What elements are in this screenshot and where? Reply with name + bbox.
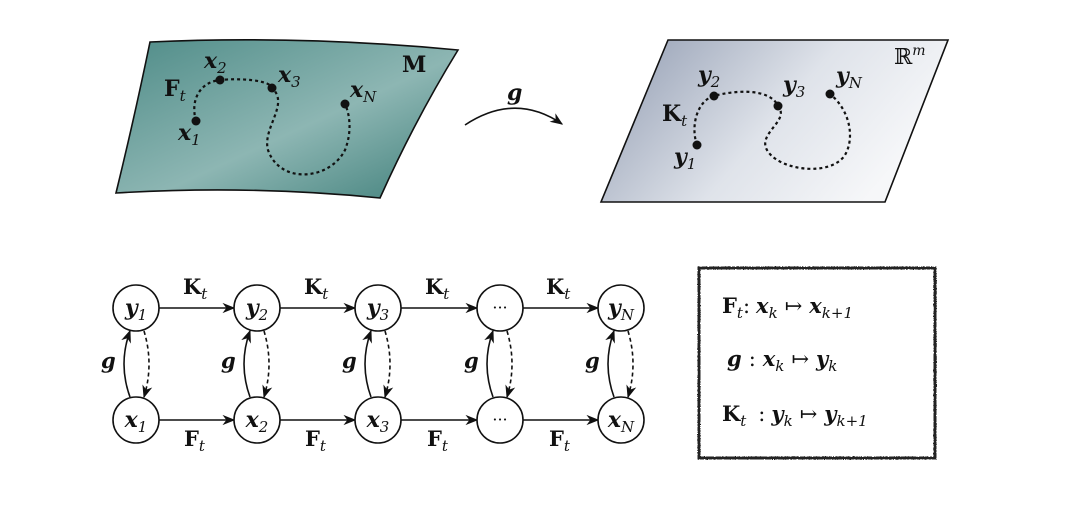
label-y2: y2 [697, 62, 720, 91]
bottom-edge-label-2: Ft [305, 426, 327, 455]
top-edge-label-2: Kt [304, 274, 329, 303]
label-y3: y3 [782, 72, 805, 101]
svg-text:x1: x1 [124, 407, 148, 436]
label-x1: x1 [177, 120, 201, 149]
vertical-pair-5: g [585, 329, 637, 399]
svg-text:x3: x3 [366, 407, 390, 436]
g-label-3: g [342, 348, 357, 373]
plane-surface [599, 39, 950, 203]
point-xN [340, 99, 350, 109]
manifold-curve-label: Ft [164, 76, 187, 105]
top-edge-label-1: Kt [183, 274, 208, 303]
bottom-edge-label-3: Ft [427, 426, 449, 455]
bottom-edge-label-4: Ft [549, 426, 571, 455]
legend-row-2: g:xk↦yk [727, 346, 837, 375]
vertical-pair-3: g [342, 329, 394, 399]
legend-box: Ft:xk↦xk+1 g:xk↦yk Kt:yk↦yk+1 [697, 266, 937, 460]
svg-text:yN: yN [607, 295, 635, 324]
svg-text:···: ··· [492, 298, 507, 317]
top-node-2: y2 [233, 284, 281, 332]
label-x3: x3 [277, 62, 301, 91]
vertical-pair-1: g [101, 329, 153, 399]
top-node-4: ··· [476, 284, 524, 332]
bottom-node-1: x1 [112, 396, 160, 444]
top-node-1: y1 [112, 284, 160, 332]
svg-text:xN: xN [607, 407, 635, 436]
g-arrow-4 [484, 329, 494, 398]
g-arrow-2 [241, 329, 251, 398]
plane-group: ℝm Kt y1 y2 y3 yN [599, 39, 950, 203]
svg-text:y1: y1 [124, 295, 147, 324]
manifold-surface [114, 38, 460, 199]
g-label-5: g [585, 348, 600, 373]
point-x3 [267, 83, 277, 93]
top-node-3: y3 [354, 284, 402, 332]
bottom-node-2: x2 [233, 396, 281, 444]
bottom-edge-label-1: Ft [184, 426, 206, 455]
label-y1: y1 [673, 144, 696, 173]
inverse-arrow-5 [626, 330, 637, 399]
plane-curve-label: Kt [662, 101, 688, 130]
svg-text:···: ··· [492, 410, 507, 429]
mapping-label: g [507, 80, 522, 106]
svg-text:y3: y3 [366, 295, 389, 324]
point-y1 [692, 140, 702, 150]
label-xN: xN [349, 77, 377, 106]
manifold-group: M Ft x1 x2 x3 xN [114, 38, 460, 199]
vertical-pair-4: g [464, 329, 516, 399]
mapping-arrow [464, 107, 564, 126]
g-arrow-3 [362, 329, 372, 398]
bottom-node-3: x3 [354, 396, 402, 444]
inverse-arrow-3 [383, 330, 394, 399]
g-arrow-1 [121, 329, 131, 398]
g-label-4: g [464, 348, 479, 373]
chain-diagram: Kt Kt Kt Kt Ft Ft Ft Ft g g g g [101, 274, 645, 455]
top-node-5: yN [597, 284, 645, 332]
label-x2: x2 [203, 48, 227, 77]
point-yN [825, 89, 835, 99]
legend-row-3: Kt:yk↦yk+1 [722, 401, 868, 430]
g-label-1: g [101, 348, 116, 373]
label-yN: yN [835, 63, 863, 92]
mapping-arrow-group: g [464, 80, 564, 126]
legend-row-1: Ft:xk↦xk+1 [722, 293, 853, 322]
inverse-arrow-4 [505, 330, 516, 399]
g-arrow-5 [605, 329, 615, 398]
svg-text:x2: x2 [245, 407, 269, 436]
plane-trajectory [693, 90, 852, 170]
legend-frame [697, 266, 937, 460]
vertical-pair-2: g [221, 329, 273, 399]
svg-text:y2: y2 [245, 295, 268, 324]
point-y2 [709, 91, 719, 101]
plane-label: ℝm [894, 43, 926, 70]
inverse-arrow-1 [142, 330, 153, 399]
point-x1 [191, 116, 201, 126]
manifold-label: M [402, 52, 426, 78]
inverse-arrow-2 [262, 330, 273, 399]
top-edge-label-3: Kt [425, 274, 450, 303]
bottom-node-5: xN [597, 396, 645, 444]
point-y3 [773, 101, 783, 111]
point-x2 [215, 75, 225, 85]
top-edge-label-4: Kt [546, 274, 571, 303]
g-label-2: g [221, 348, 236, 373]
bottom-node-4: ··· [476, 396, 524, 444]
